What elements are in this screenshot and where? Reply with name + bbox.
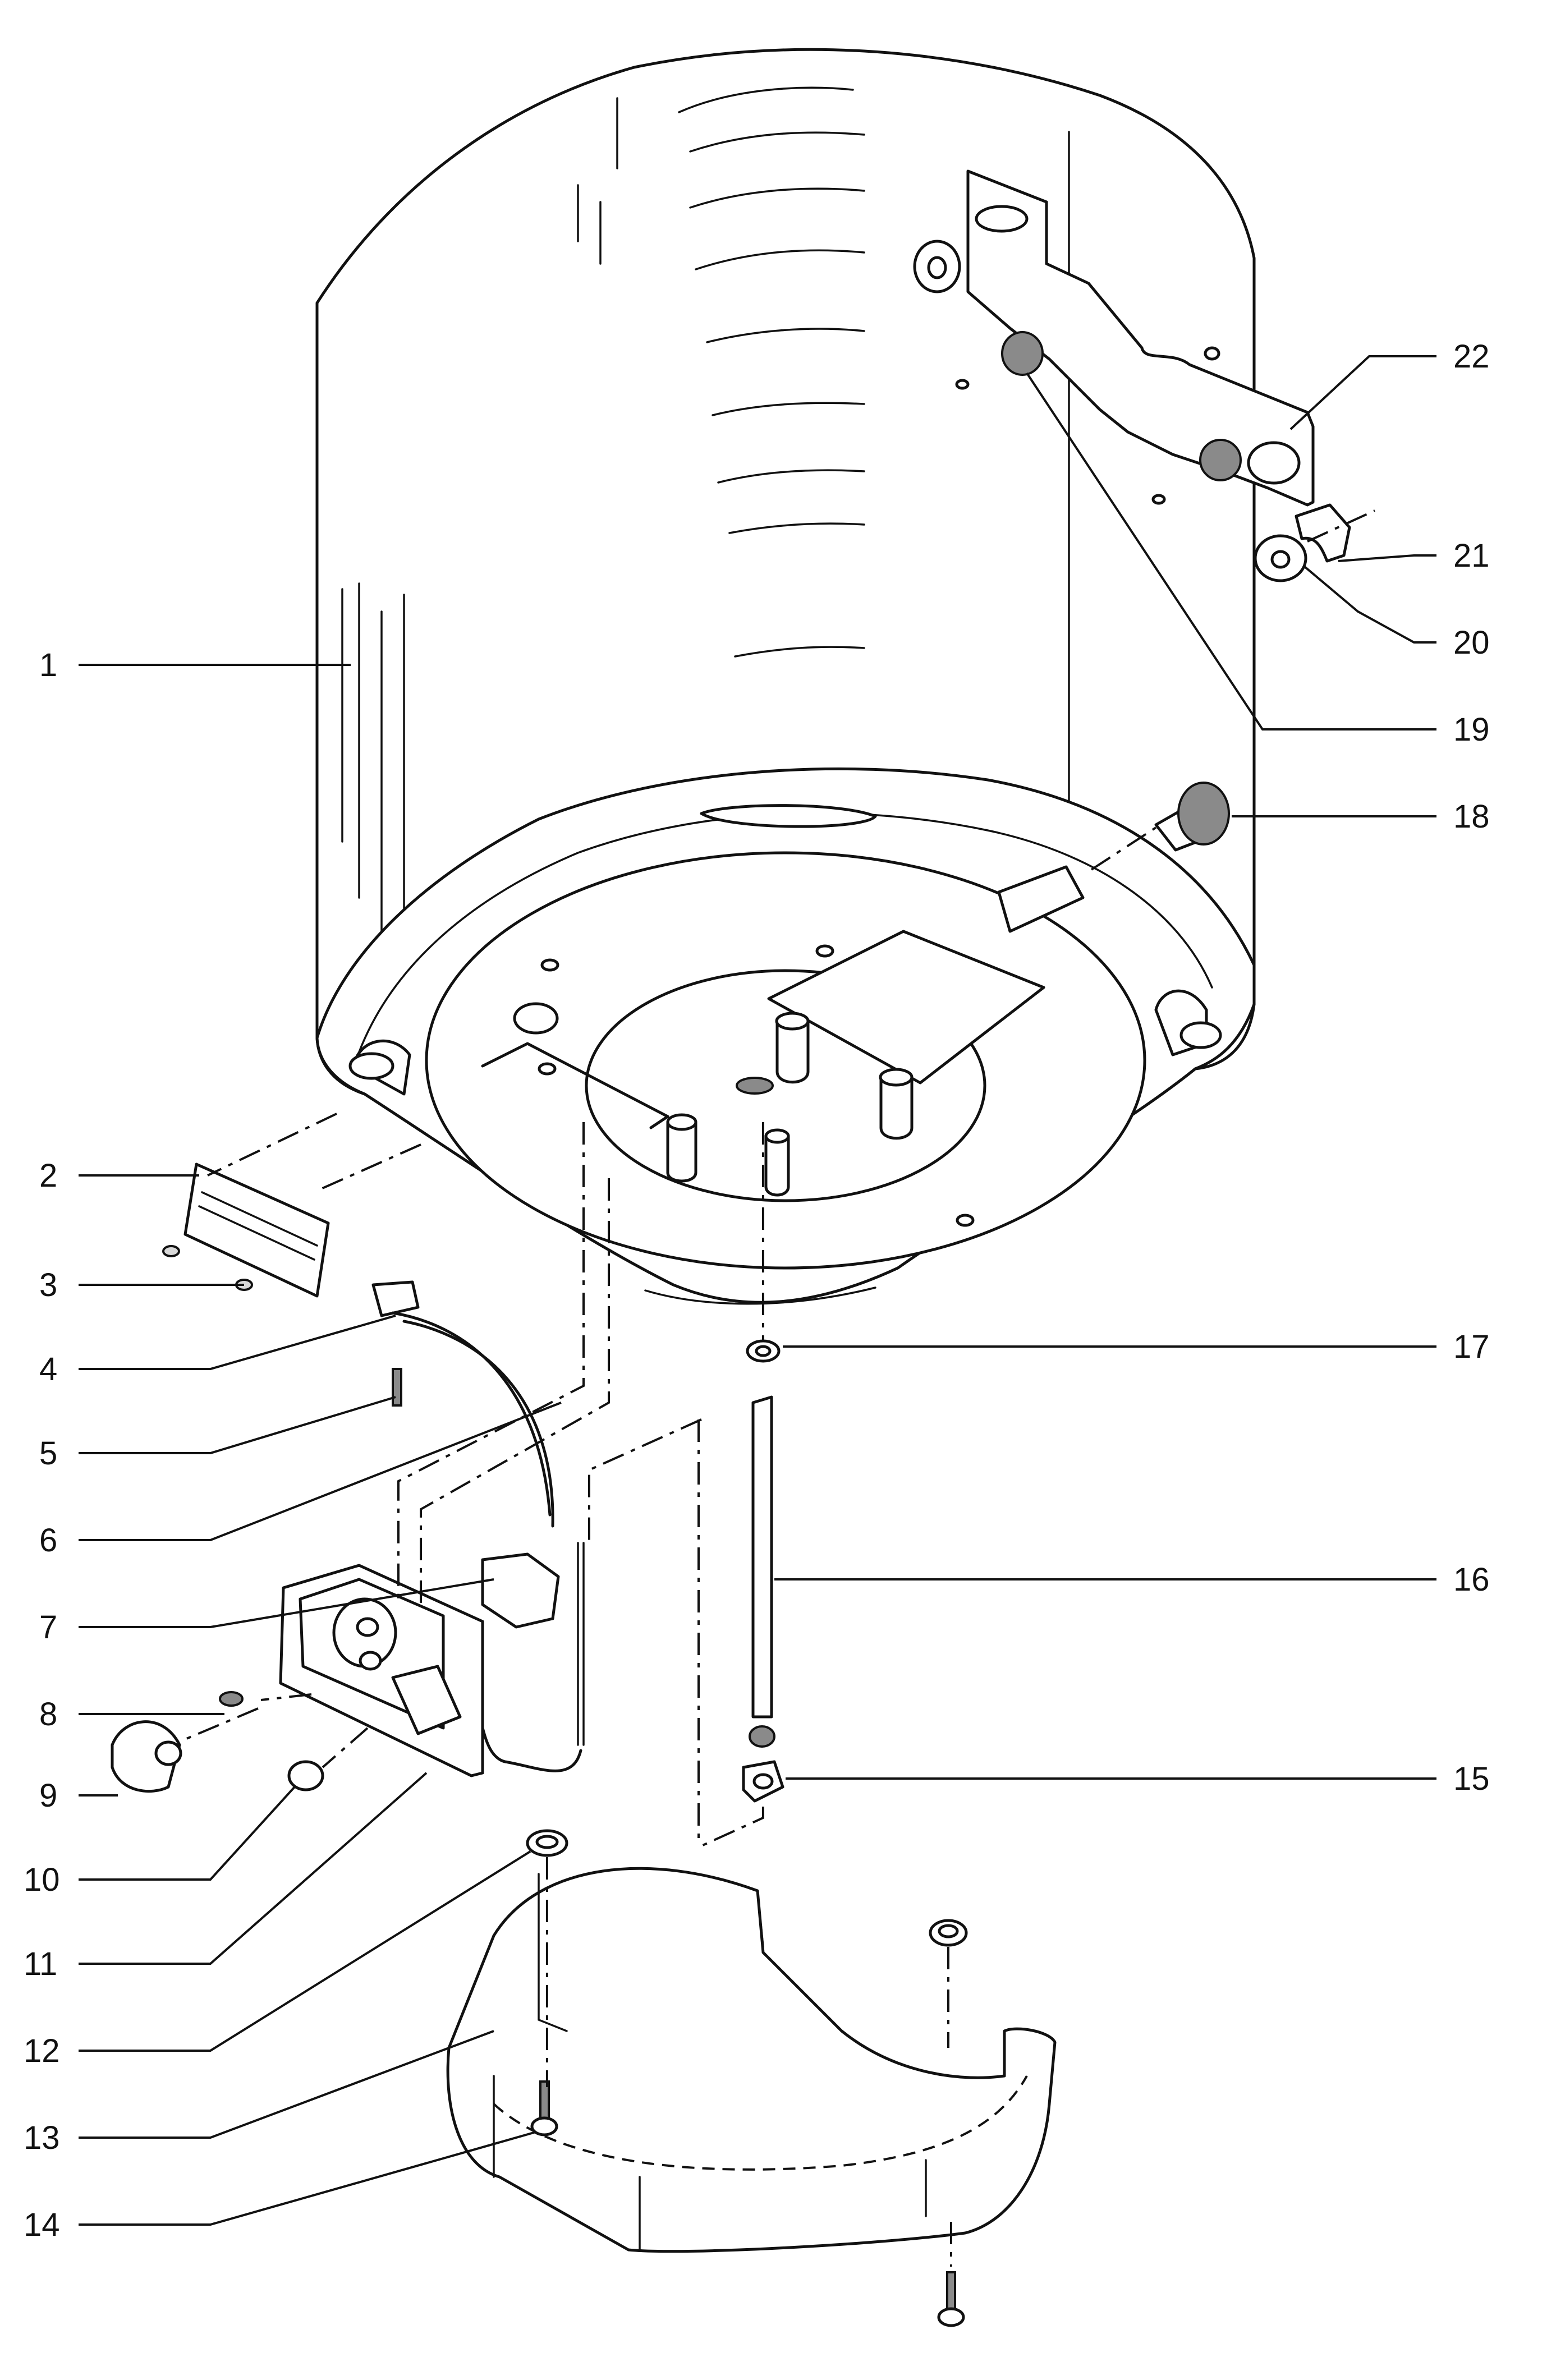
wall-bracket: [966, 169, 1315, 507]
grommet-right: [929, 1919, 968, 1947]
callout-1: 1: [39, 647, 57, 683]
callout-6: 6: [39, 1522, 57, 1559]
control-box: [279, 1564, 484, 1777]
control-knob: [111, 1720, 182, 1793]
callout-21: 21: [1453, 537, 1490, 574]
tank-shading: [341, 97, 618, 955]
leader-lines: [79, 355, 1436, 2226]
anode-rod: [742, 1339, 784, 1803]
callout-labels: 1 2 3 4 5 6 7 8 9 10 11 12 13 14 15 16 1…: [24, 338, 1490, 2243]
callout-18: 18: [1453, 798, 1490, 835]
tank-body: [315, 48, 1256, 1305]
pipe-fittings: [666, 1012, 914, 1197]
callout-14: 14: [24, 2207, 60, 2243]
callout-20: 20: [1453, 624, 1490, 661]
callout-22: 22: [1453, 338, 1490, 375]
cover-screws: [530, 2080, 965, 2327]
bottom-cover: [446, 1867, 1057, 2253]
thermostat-mount: [470, 1542, 585, 1772]
callout-7: 7: [39, 1609, 57, 1646]
washer-20: [1254, 534, 1307, 582]
callout-13: 13: [24, 2120, 60, 2156]
callout-5: 5: [39, 1435, 57, 1472]
callout-11: 11: [24, 1946, 57, 1982]
callout-16: 16: [1453, 1561, 1490, 1598]
callout-19: 19: [1453, 711, 1490, 748]
terminal-block: [371, 1280, 554, 1528]
callout-17: 17: [1453, 1329, 1490, 1365]
grommet-12: [526, 1829, 568, 1857]
callout-12: 12: [24, 2033, 60, 2069]
tank-reflections: [678, 86, 865, 658]
screw-8: [219, 1691, 244, 1707]
assembly-centrelines: [185, 509, 1375, 2267]
callout-4: 4: [39, 1351, 57, 1387]
callout-2: 2: [39, 1157, 57, 1194]
callout-9: 9: [39, 1777, 57, 1814]
callout-15: 15: [1453, 1761, 1490, 1797]
callout-3: 3: [39, 1267, 57, 1303]
washer-upper: [913, 240, 961, 293]
knob-19: [955, 331, 1242, 505]
rating-plate: [162, 1163, 330, 1298]
screw-5: [392, 1368, 402, 1407]
nut-10: [287, 1760, 324, 1791]
bracket-clip: [1295, 503, 1351, 563]
callout-8: 8: [39, 1696, 57, 1733]
thumb-screw-18: [1154, 782, 1230, 852]
callout-10: 10: [24, 1862, 60, 1898]
